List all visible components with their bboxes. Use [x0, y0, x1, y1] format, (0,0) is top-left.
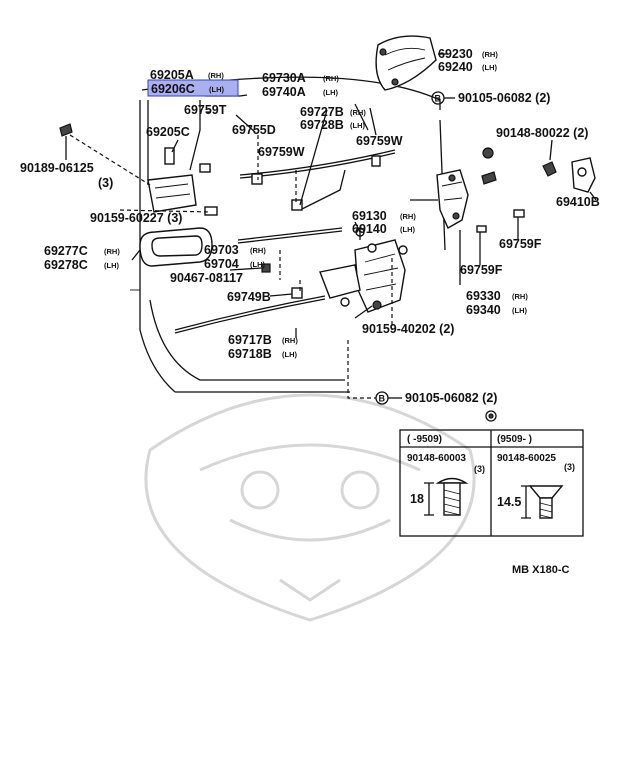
part-quantity: (3)	[474, 464, 485, 474]
side-tag-rh: (RH)	[400, 212, 416, 221]
part-label-69759W-right[interactable]: 69759W	[356, 134, 403, 148]
side-tag-lh: (LH)	[400, 225, 415, 234]
door-panel-outline	[139, 76, 446, 393]
part-label-69340[interactable]: 69340	[466, 303, 501, 317]
part-label-69205A[interactable]: 69205A	[150, 68, 194, 82]
part-label-69205C[interactable]: 69205C	[146, 125, 190, 139]
side-tag-rh: (RH)	[282, 336, 298, 345]
part-label-69728B[interactable]: 69728B	[300, 118, 344, 132]
svg-text:B: B	[379, 394, 386, 404]
side-tag-lh: (LH)	[250, 260, 265, 269]
part-label-69278C[interactable]: 69278C	[44, 258, 88, 272]
screw-size-table	[399, 410, 584, 537]
side-tag-lh: (LH)	[282, 350, 297, 359]
inside-handle-bezel	[139, 227, 213, 267]
door-latch	[436, 169, 469, 229]
part-label-69749B[interactable]: 69749B	[227, 290, 271, 304]
side-tag-rh: (RH)	[512, 292, 528, 301]
part-label-69759W-left[interactable]: 69759W	[258, 145, 305, 159]
table-header-after: (9509- )	[497, 434, 532, 445]
part-label-90105-06082-bottom[interactable]: 90105-06082 (2)	[405, 391, 497, 405]
part-label-69277C[interactable]: 69277C	[44, 244, 88, 258]
striker-icon	[571, 157, 596, 193]
bolt-icon	[542, 139, 557, 177]
svg-text:B: B	[435, 94, 442, 104]
side-tag-lh: (LH)	[350, 121, 365, 130]
part-label-69759F-lower[interactable]: 69759F	[460, 263, 503, 277]
inside-handle-bracket	[147, 147, 218, 216]
door-lock-assembly	[319, 227, 408, 313]
part-label-69704[interactable]: 69704	[204, 257, 239, 271]
bolt-symbol-icon: B	[375, 391, 389, 405]
part-label-69727B[interactable]: 69727B	[300, 105, 344, 119]
part-label-90148-80022[interactable]: 90148-80022 (2)	[496, 126, 588, 140]
control-rod	[237, 227, 343, 241]
screw-length-14-5: 14.5	[497, 495, 521, 509]
part-label-69717B[interactable]: 69717B	[228, 333, 272, 347]
bolt-symbol-icon: B	[431, 91, 445, 105]
part-label-69759F-right[interactable]: 69759F	[499, 237, 542, 251]
rod-clip-icon	[251, 155, 381, 299]
part-label-69410B[interactable]: 69410B	[556, 195, 600, 209]
side-tag-rh: (RH)	[104, 247, 120, 256]
part-label-69130[interactable]: 69130	[352, 209, 387, 223]
side-tag-lh: (LH)	[482, 63, 497, 72]
part-label-69230[interactable]: 69230	[438, 47, 473, 61]
part-label-69740A[interactable]: 69740A	[262, 85, 306, 99]
bolt-symbol-icon	[482, 147, 494, 159]
part-label-90159-60227[interactable]: 90159-60227 (3)	[90, 211, 182, 225]
part-label-69730A[interactable]: 69730A	[262, 71, 306, 85]
part-label-69206C[interactable]: 69206C	[151, 82, 195, 96]
screw-icon	[372, 300, 382, 310]
part-label-69703[interactable]: 69703	[204, 243, 239, 257]
part-label-69759T[interactable]: 69759T	[184, 103, 227, 117]
side-tag-rh: (RH)	[482, 50, 498, 59]
part-quantity: (3)	[564, 462, 575, 472]
side-tag-rh: (RH)	[250, 246, 266, 255]
control-rod	[174, 295, 326, 331]
part-label-90189-06125[interactable]: 90189-06125	[20, 161, 94, 175]
part-label-69755D[interactable]: 69755D	[232, 123, 276, 137]
side-tag-lh: (LH)	[209, 85, 224, 94]
part-label-69718B[interactable]: 69718B	[228, 347, 272, 361]
side-tag-rh: (RH)	[323, 74, 339, 83]
part-label-69330[interactable]: 69330	[466, 289, 501, 303]
diagram-code: MB X180-C	[512, 564, 570, 576]
watermark-emblem	[144, 393, 476, 622]
part-label-90148-60003[interactable]: 90148-60003	[407, 453, 466, 464]
part-label-90467-08117[interactable]: 90467-08117	[170, 271, 243, 285]
part-label-69240[interactable]: 69240	[438, 60, 473, 74]
part-label-90148-60025[interactable]: 90148-60025	[497, 453, 556, 464]
part-quantity: (3)	[98, 176, 113, 190]
part-label-90105-06082-top[interactable]: 90105-06082 (2)	[458, 91, 550, 105]
side-tag-lh: (LH)	[512, 306, 527, 315]
side-tag-rh: (RH)	[350, 108, 366, 117]
side-tag-lh: (LH)	[323, 88, 338, 97]
screw-length-18: 18	[410, 492, 424, 506]
side-tag-lh: (LH)	[104, 261, 119, 270]
part-label-90159-40202[interactable]: 90159-40202 (2)	[362, 322, 454, 336]
screw-icon	[59, 123, 73, 137]
side-tag-rh: (RH)	[208, 71, 224, 80]
outside-door-handle	[375, 35, 437, 91]
table-header-before: ( -9509)	[407, 434, 442, 445]
part-label-69140[interactable]: 69140	[352, 222, 387, 236]
selected-part-highlight[interactable]	[147, 79, 239, 97]
